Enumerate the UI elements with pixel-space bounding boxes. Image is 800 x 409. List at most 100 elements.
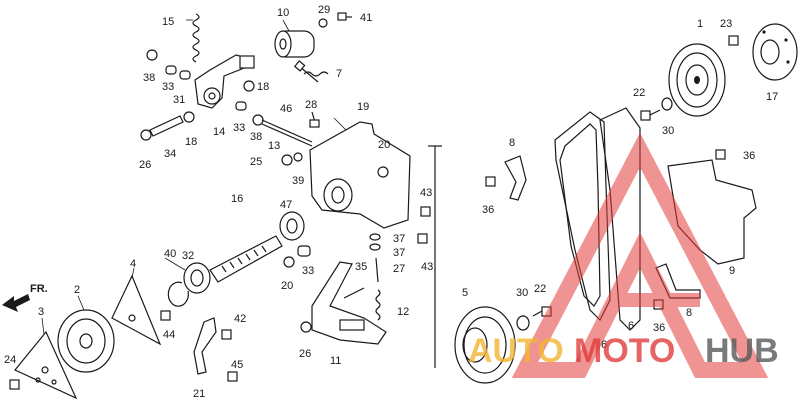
shaft-16 bbox=[209, 235, 283, 283]
snap-ring-40 bbox=[167, 281, 189, 307]
bolt-43-upper bbox=[420, 206, 431, 217]
label-25: 25 bbox=[250, 156, 262, 168]
watermark-word-auto: AUTO bbox=[468, 332, 564, 370]
nut-38-upper bbox=[146, 49, 158, 61]
label-16: 16 bbox=[231, 193, 243, 205]
bolt-46 bbox=[293, 60, 319, 83]
bolt-24 bbox=[9, 379, 20, 390]
label-28: 28 bbox=[305, 99, 317, 111]
label-9: 9 bbox=[729, 265, 735, 277]
bolt-22-upper bbox=[640, 109, 661, 121]
label-11: 11 bbox=[330, 355, 341, 367]
watermark-word-moto: MOTO bbox=[574, 332, 675, 370]
label-32: 32 bbox=[182, 250, 194, 262]
label-38-upper: 38 bbox=[143, 72, 155, 84]
label-36-upper: 36 bbox=[482, 204, 494, 216]
watermark-text: AUTO MOTO HUB bbox=[468, 332, 779, 370]
label-36-lower: 36 bbox=[653, 322, 665, 334]
bolt-45 bbox=[227, 371, 238, 382]
label-22-upper: 22 bbox=[633, 87, 645, 99]
washer-37a bbox=[369, 233, 381, 241]
leader-lines bbox=[41, 117, 347, 335]
bolt-28 bbox=[309, 111, 320, 128]
label-41: 41 bbox=[360, 12, 372, 24]
label-3: 3 bbox=[38, 306, 44, 318]
label-30-upper: 30 bbox=[662, 125, 674, 137]
bolt-44 bbox=[160, 310, 171, 321]
label-43-upper: 43 bbox=[420, 187, 432, 199]
pulley-2 bbox=[57, 309, 115, 373]
pulley-1 bbox=[668, 43, 726, 117]
label-14: 14 bbox=[213, 126, 225, 138]
label-20-lower: 20 bbox=[281, 280, 293, 292]
bearing-32 bbox=[183, 262, 211, 294]
label-46: 46 bbox=[280, 103, 292, 115]
label-19: 19 bbox=[357, 101, 369, 113]
label-24: 24 bbox=[4, 354, 16, 366]
spring-15 bbox=[186, 13, 200, 63]
label-8-upper: 8 bbox=[509, 137, 515, 149]
front-indicator-label: FR. bbox=[30, 283, 48, 295]
label-21: 21 bbox=[193, 388, 205, 400]
bolt-13 bbox=[261, 119, 313, 147]
bolt-35 bbox=[343, 287, 365, 299]
spring-7 bbox=[303, 71, 329, 77]
bolt-42 bbox=[221, 329, 232, 340]
label-4: 4 bbox=[130, 258, 136, 270]
collar-33-upper bbox=[165, 65, 177, 75]
spring-12 bbox=[375, 289, 381, 321]
section-divider bbox=[428, 145, 442, 368]
nut-20-lower bbox=[283, 256, 295, 268]
bolt-36-upper bbox=[485, 176, 496, 187]
washer-30-lower bbox=[516, 315, 530, 331]
label-37a: 37 bbox=[393, 233, 405, 245]
label-27: 27 bbox=[393, 263, 405, 275]
label-8-lower: 8 bbox=[686, 307, 692, 319]
label-31: 31 bbox=[173, 94, 185, 106]
label-43-lower: 43 bbox=[421, 261, 433, 273]
label-10: 10 bbox=[277, 7, 289, 19]
plate-3 bbox=[14, 330, 78, 400]
label-38-mid: 38 bbox=[250, 131, 262, 143]
label-33-upper: 33 bbox=[162, 81, 174, 93]
label-34: 34 bbox=[164, 148, 176, 160]
label-33-lower: 33 bbox=[302, 265, 314, 277]
label-44: 44 bbox=[163, 329, 175, 341]
bolt-41 bbox=[337, 12, 352, 21]
label-26-upper: 26 bbox=[139, 159, 151, 171]
bracket-8-upper bbox=[504, 155, 527, 201]
label-23: 23 bbox=[720, 18, 732, 30]
label-42: 42 bbox=[234, 313, 246, 325]
collar-33-mid bbox=[235, 101, 247, 111]
label-36-mid: 36 bbox=[743, 150, 755, 162]
bolt-36-mid bbox=[715, 149, 726, 160]
washer-37b bbox=[369, 243, 381, 251]
label-26-lower: 26 bbox=[299, 348, 311, 360]
nut-18-lower bbox=[183, 111, 195, 123]
label-7: 7 bbox=[336, 68, 342, 80]
watermark-logo bbox=[511, 132, 769, 378]
label-15: 15 bbox=[162, 16, 174, 28]
label-22-lower: 22 bbox=[534, 283, 546, 295]
nut-26-upper bbox=[140, 129, 152, 141]
nut-39 bbox=[293, 152, 303, 162]
label-33-mid: 33 bbox=[233, 122, 245, 134]
pin-34 bbox=[149, 115, 184, 137]
nut-25 bbox=[281, 154, 293, 166]
bearing-47 bbox=[279, 211, 305, 241]
label-1: 1 bbox=[697, 18, 703, 30]
bolt-43-lower bbox=[417, 233, 428, 244]
label-17: 17 bbox=[766, 91, 778, 103]
label-18-lower: 18 bbox=[185, 136, 197, 148]
collar-31 bbox=[179, 70, 191, 80]
label-39: 39 bbox=[292, 175, 304, 187]
label-40: 40 bbox=[164, 248, 176, 260]
label-35: 35 bbox=[355, 261, 367, 273]
label-13: 13 bbox=[268, 140, 280, 152]
tensioner-arm-14 bbox=[194, 54, 255, 109]
label-6-left: 6 bbox=[601, 339, 607, 351]
bolt-23 bbox=[728, 35, 739, 46]
bolt-27 bbox=[375, 257, 379, 283]
